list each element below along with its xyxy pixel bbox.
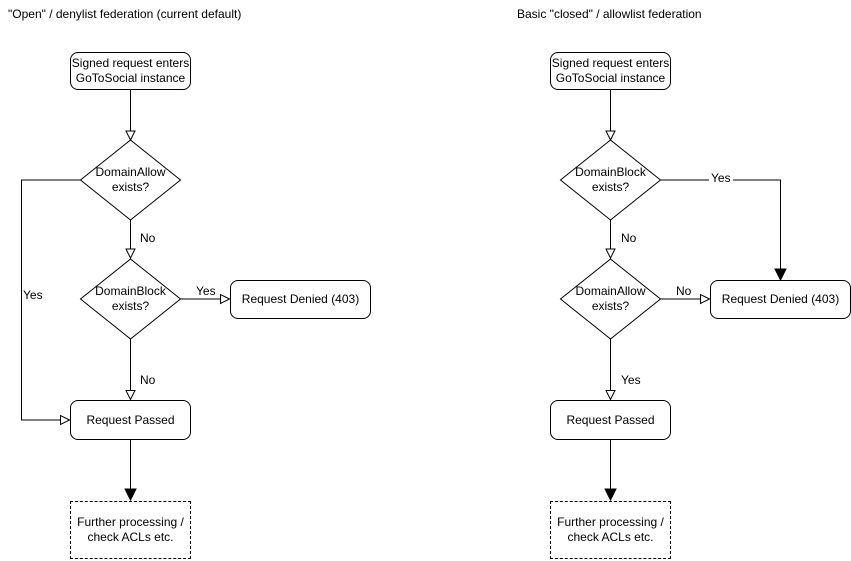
right-decision2-diamond-shape [559,258,662,340]
node-text-line: GoToSocial instance [555,71,666,85]
node-text-line: exists? [591,180,630,194]
right-edge-label-decision2-no: No [676,284,692,298]
right-passed-node: Request Passed [550,400,671,440]
right-edge-label-decision1-no: No [621,231,637,245]
node-text-line: exists? [111,299,150,313]
left-edge-label-decision1-no: No [140,231,156,245]
left-edge-label-decision1-yes: Yes [23,288,43,302]
node-text-line: DomainAllow [95,165,166,179]
right-edge-label-decision2-yes: Yes [621,373,641,387]
left-decision1-diamond-shape [79,139,182,221]
left-edge-label-decision2-no: No [140,373,156,387]
node-text-line: exists? [111,180,150,194]
open-arrowhead-right-icon [220,293,231,305]
left-chart-title: "Open" / denylist federation (current de… [8,7,242,21]
node-text-line: DomainAllow [575,284,646,298]
open-arrowhead-down-icon [605,248,616,260]
left-further-node: Further processing / check ACLs etc. [70,501,191,559]
open-arrowhead-right-icon [60,414,71,426]
right-edge-decision1-yes-to-denied [660,179,781,269]
right-decision1-label: DomainBlock exists? [560,165,661,195]
node-text-line: Request Denied (403) [241,292,360,306]
open-arrowhead-down-icon [125,130,136,142]
right-decision2-label: DomainAllow exists? [560,284,661,314]
left-start-node: Signed request enters GoToSocial instanc… [70,52,191,90]
left-passed-node: Request Passed [70,400,191,440]
node-text-line: GoToSocial instance [75,71,186,85]
left-decision2-diamond-shape [79,258,182,340]
right-edge-label-decision1-yes: Yes [709,171,733,185]
node-text-line: Signed request enters [71,56,190,70]
solid-arrowhead-down-icon [604,488,617,502]
right-denied-node: Request Denied (403) [710,280,851,319]
solid-arrowhead-down-icon [124,488,137,502]
open-arrowhead-down-icon [125,390,136,401]
node-text-line: check ACLs etc. [87,530,174,544]
node-text-line: check ACLs etc. [567,530,654,544]
left-denied-node: Request Denied (403) [230,280,371,319]
solid-arrowhead-down-icon [774,268,787,282]
node-text-line: Request Passed [86,412,175,427]
right-chart-title: Basic "closed" / allowlist federation [517,7,702,21]
left-decision1-label: DomainAllow exists? [80,165,181,195]
node-text-line: DomainBlock [95,284,166,298]
right-further-node: Further processing / check ACLs etc. [550,501,671,559]
node-text-line: exists? [591,299,630,313]
open-arrowhead-down-icon [125,248,136,260]
node-text-line: Further processing / [77,515,184,529]
node-text-line: Request Passed [566,412,655,427]
node-text-line: Request Denied (403) [721,292,840,306]
open-arrowhead-down-icon [605,390,616,401]
right-decision1-diamond-shape [559,139,662,221]
right-flowchart-shapes [559,90,787,502]
left-decision2-label: DomainBlock exists? [80,284,181,314]
open-arrowhead-right-icon [700,293,711,305]
node-text-line: DomainBlock [575,165,646,179]
right-start-node: Signed request enters GoToSocial instanc… [550,52,671,90]
node-text-line: Signed request enters [551,56,670,70]
node-text-line: Further processing / [557,515,664,529]
left-edge-decision1-yes-loop [21,179,81,421]
left-flowchart-shapes [21,90,231,502]
left-edge-label-decision2-yes: Yes [196,284,216,298]
open-arrowhead-down-icon [605,130,616,142]
